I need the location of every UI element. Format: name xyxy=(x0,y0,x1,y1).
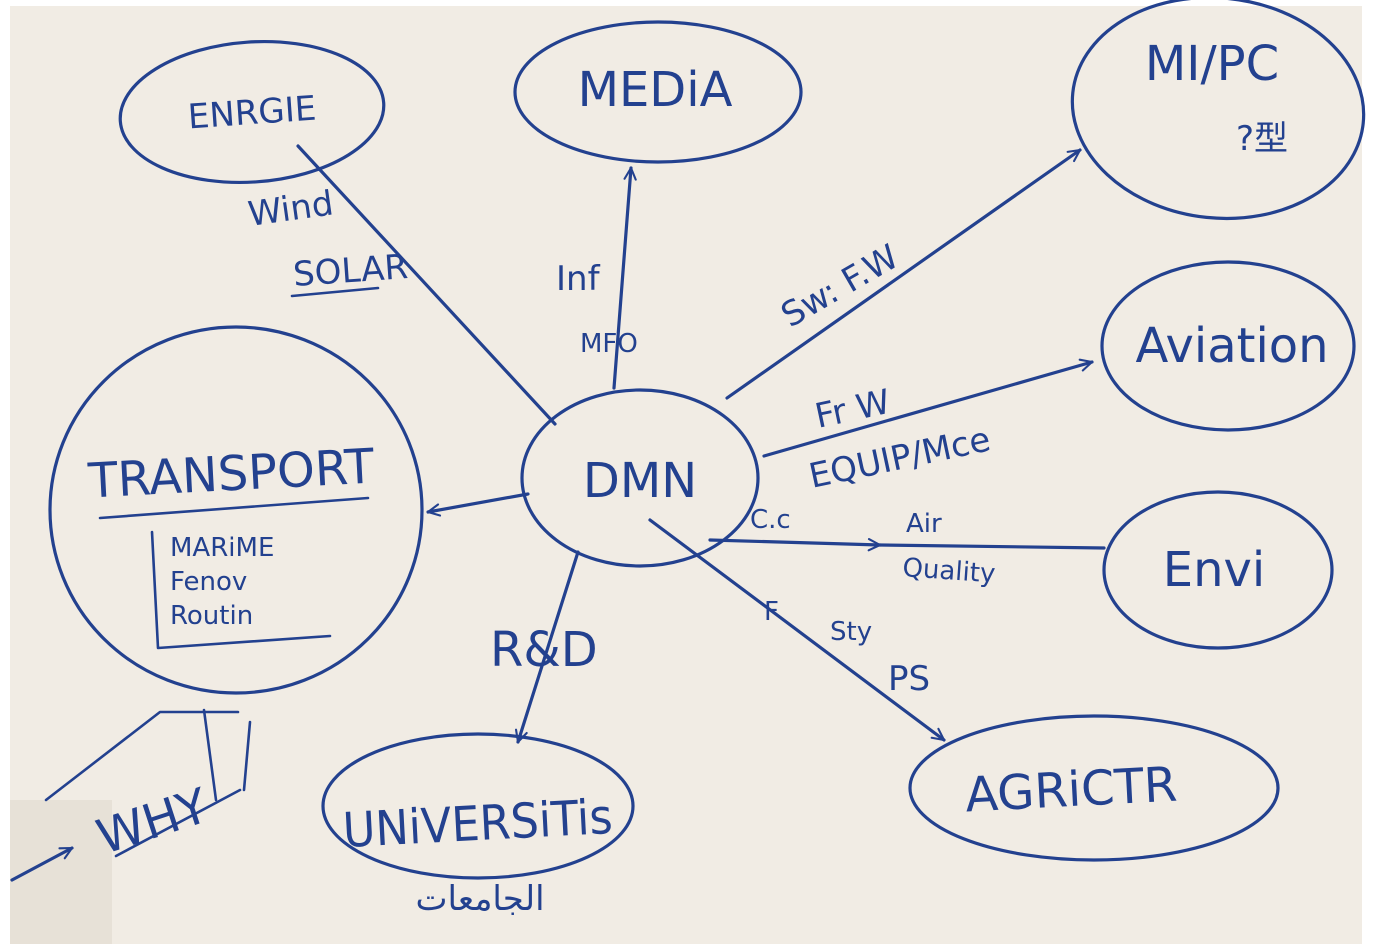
edge-energie xyxy=(296,144,557,426)
node-transport-item: Routin xyxy=(170,601,253,631)
node-envi-label: Envi xyxy=(1163,542,1266,598)
edge-media xyxy=(612,166,637,390)
solar-underline xyxy=(290,286,380,298)
edge-label-wind: Wind xyxy=(246,183,336,235)
transport-bracket xyxy=(150,530,332,650)
node-dmn-ellipse xyxy=(520,388,760,568)
node-media-ellipse xyxy=(513,20,803,164)
node-mipc-ellipse xyxy=(1070,0,1366,221)
edge-mipc xyxy=(725,148,1082,400)
why-box xyxy=(44,708,252,802)
edge-label-sty: Sty xyxy=(830,617,872,647)
transport-underline xyxy=(98,496,370,520)
node-agrictr-label: AGRiCTR xyxy=(964,757,1179,824)
node-universities-arabic-label: الجامعات xyxy=(415,879,544,919)
node-agrictr-ellipse xyxy=(908,714,1280,862)
edge-label-air: Air xyxy=(906,509,942,539)
node-media-label: MEDiA xyxy=(578,62,733,118)
why-label: WHY xyxy=(90,778,215,866)
edge-label-cc: C.c xyxy=(750,505,791,535)
node-energie-label: ENRGIE xyxy=(187,89,318,138)
node-universities-label: UNiVERSiTis xyxy=(341,789,614,859)
why-arrow xyxy=(10,846,74,882)
edge-label-ps: PS xyxy=(888,659,930,699)
node-transport-item: Fenov xyxy=(170,567,247,597)
node-transport-ellipse xyxy=(48,325,424,695)
edge-label-rd: R&D xyxy=(490,622,598,678)
edge-label-f: F xyxy=(764,597,779,627)
edge-envi-line xyxy=(878,543,1106,550)
node-mipc-label-2: ?型 xyxy=(1236,119,1288,159)
edge-agrictr xyxy=(648,518,946,742)
node-transport-title: TRANSPORT xyxy=(86,439,376,510)
edge-label-fr-w: Fr W xyxy=(812,382,894,437)
edge-transport xyxy=(426,492,530,517)
node-envi-ellipse xyxy=(1102,490,1334,650)
why-underline xyxy=(114,788,242,858)
edge-label-quality: Quality xyxy=(902,553,997,589)
edge-label-inf: Inf xyxy=(556,259,601,299)
edge-envi-arrow xyxy=(708,538,882,552)
edge-aviation xyxy=(762,358,1094,458)
node-transport-item: MARiME xyxy=(170,533,274,563)
node-dmn-label: DMN xyxy=(583,453,697,509)
edge-universities xyxy=(514,550,580,744)
node-energie-ellipse xyxy=(118,39,386,185)
edge-label-solar: SOLAR xyxy=(292,247,409,295)
node-aviation-ellipse xyxy=(1100,260,1356,432)
edge-label-mfo: MFO xyxy=(580,329,638,359)
node-mipc-label-1: MI/PC xyxy=(1145,36,1279,92)
node-aviation-label: Aviation xyxy=(1135,318,1328,374)
node-universities-ellipse xyxy=(321,732,635,880)
